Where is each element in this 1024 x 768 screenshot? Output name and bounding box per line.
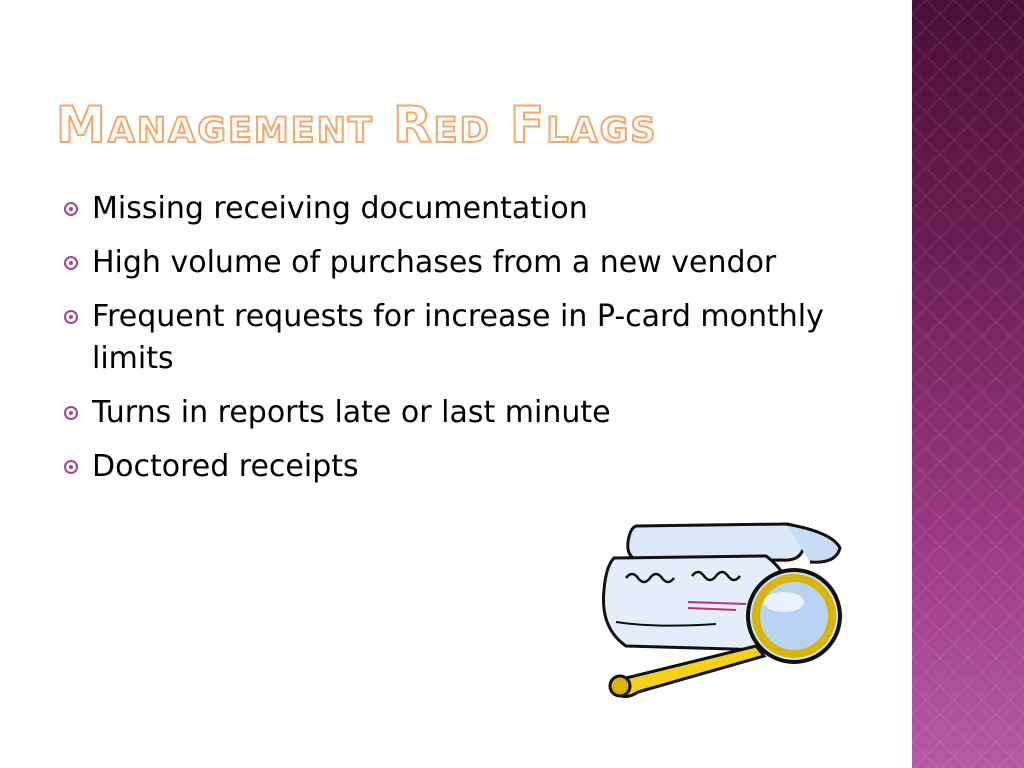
- bullet-list: Missing receiving documentation High vol…: [62, 188, 862, 500]
- circle-dot-bullet-icon: [64, 202, 78, 216]
- bullet-text: High volume of purchases from a new vend…: [92, 245, 777, 280]
- bullet-item: Turns in reports late or last minute: [62, 392, 862, 434]
- bullet-item: High volume of purchases from a new vend…: [62, 242, 862, 284]
- bullet-text: Turns in reports late or last minute: [92, 395, 611, 430]
- bullet-item: Missing receiving documentation: [62, 188, 862, 230]
- circle-dot-bullet-icon: [64, 460, 78, 474]
- circle-dot-bullet-icon: [64, 310, 78, 324]
- magnifying-glass-documents-icon: [601, 522, 842, 698]
- bullet-text: Doctored receipts: [92, 449, 359, 484]
- bullet-text: Missing receiving documentation: [92, 191, 588, 226]
- decorative-side-panel: [912, 0, 1024, 768]
- circle-dot-bullet-icon: [64, 406, 78, 420]
- slide-title: Management Red Flags: [55, 96, 658, 154]
- bullet-item: Frequent requests for increase in P-card…: [62, 296, 862, 380]
- diamond-pattern: [912, 0, 1024, 768]
- circle-dot-bullet-icon: [64, 256, 78, 270]
- bullet-item: Doctored receipts: [62, 446, 862, 488]
- bullet-text: Frequent requests for increase in P-card…: [92, 299, 824, 376]
